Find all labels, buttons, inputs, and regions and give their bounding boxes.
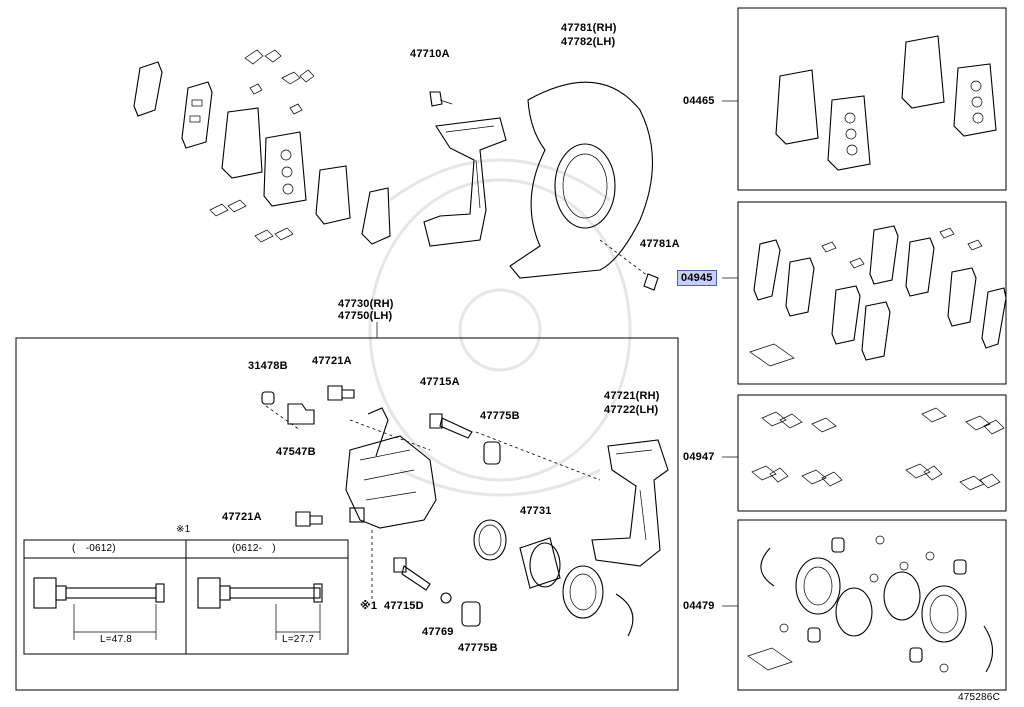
slide-pin-right xyxy=(197,577,323,640)
kit-box-04479 xyxy=(737,519,1007,691)
caliper-assembly-box xyxy=(15,337,679,691)
kit-box-04947 xyxy=(737,394,1007,512)
watermark-emblem xyxy=(368,158,632,497)
kit-box-04465 xyxy=(737,7,1007,191)
label-47721A-low: 47721A xyxy=(222,511,262,523)
kit-04465-pads xyxy=(775,35,997,171)
label-47782-lh: 47782(LH) xyxy=(561,36,616,48)
label-47775B-top: 47775B xyxy=(480,410,520,422)
figure-code: 475286C xyxy=(958,692,1000,703)
label-47547B: 47547B xyxy=(276,446,316,458)
label-47715D-mark: ※1 xyxy=(360,600,378,612)
length-left: L=47.8 xyxy=(100,634,133,645)
label-47715D: 47715D xyxy=(384,600,424,612)
label-47730-rh: 47730(RH) xyxy=(338,298,394,310)
label-47722-lh: 47722(LH) xyxy=(604,404,659,416)
pad-group-topleft xyxy=(133,49,391,245)
label-47731: 47731 xyxy=(520,505,552,517)
kit-04947-clips xyxy=(751,407,1005,491)
label-47769: 47769 xyxy=(422,626,454,638)
piston-and-seals xyxy=(473,519,634,637)
caliper-small-parts xyxy=(261,385,601,627)
label-47710A: 47710A xyxy=(410,48,450,60)
caliper-body xyxy=(345,407,437,529)
caliper-torque-plate xyxy=(591,439,669,567)
label-47781-rh: 47781(RH) xyxy=(561,22,617,34)
label-kit-04479: 04479 xyxy=(683,600,715,612)
label-47721-rh: 47721(RH) xyxy=(604,390,660,402)
kit-04945-shims xyxy=(749,225,1007,367)
label-47775B-low: 47775B xyxy=(458,642,498,654)
kit-04479-seals xyxy=(747,535,994,673)
length-right: L=27.7 xyxy=(282,634,315,645)
label-kit-04947: 04947 xyxy=(683,451,715,463)
slide-pin-left xyxy=(33,577,165,640)
date-range-right: (0612- ) xyxy=(232,543,276,554)
label-31478B: 31478B xyxy=(248,360,288,372)
label-47750-lh: 47750(LH) xyxy=(338,310,393,322)
label-kit-04465: 04465 xyxy=(683,95,715,107)
label-47721A-top: 47721A xyxy=(312,355,352,367)
date-range-left: ( -0612) xyxy=(72,543,116,554)
kit-box-04945 xyxy=(737,201,1007,385)
label-47781A: 47781A xyxy=(640,238,680,250)
note-mark: ※1 xyxy=(176,524,191,535)
disc-dust-shield xyxy=(509,81,659,291)
label-47715A: 47715A xyxy=(420,376,460,388)
label-kit-04945-highlighted[interactable]: 04945 xyxy=(677,270,717,286)
caliper-mounting-bracket xyxy=(423,91,507,247)
